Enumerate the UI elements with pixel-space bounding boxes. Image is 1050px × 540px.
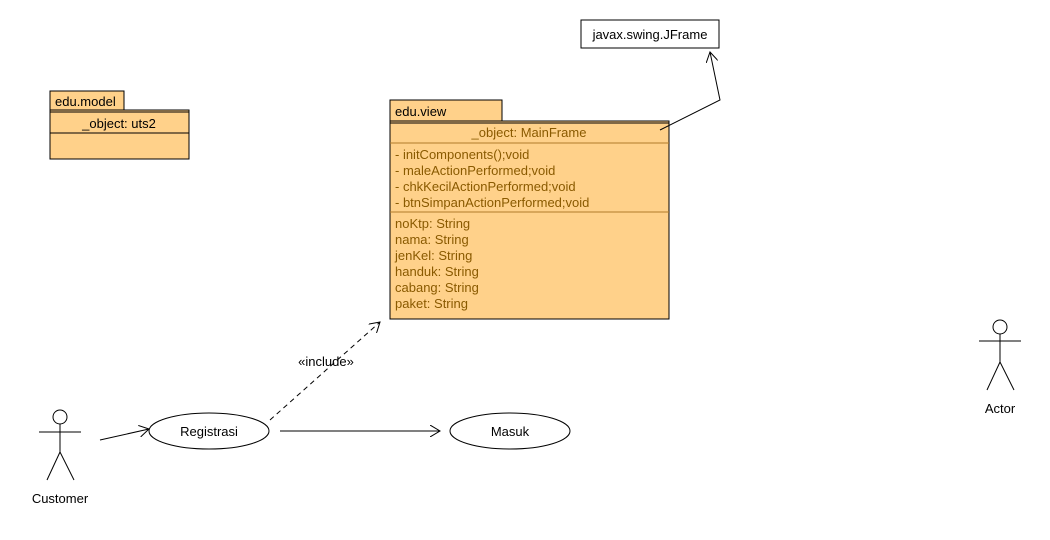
registrasi-label: Registrasi bbox=[180, 424, 238, 439]
customer-registrasi-arrow bbox=[99, 429, 149, 441]
customer-left-leg bbox=[46, 451, 61, 481]
attr-nama: nama: String bbox=[395, 232, 469, 247]
customer-label: Customer bbox=[32, 491, 89, 506]
actor-actor[interactable]: Actor bbox=[979, 319, 1021, 416]
customer-right-leg bbox=[59, 451, 75, 481]
actor-right-leg bbox=[999, 361, 1015, 391]
edu-view-package-name: edu.view bbox=[395, 104, 447, 119]
edu-view-body bbox=[389, 120, 670, 320]
jframe-box bbox=[580, 19, 720, 49]
registrasi-use-case[interactable]: Registrasi bbox=[148, 412, 270, 450]
attr-jen-kel: jenKel: String bbox=[394, 248, 472, 263]
attr-no-ktp: noKtp: String bbox=[395, 216, 470, 231]
attr-cabang: cabang: String bbox=[395, 280, 479, 295]
customer-head bbox=[52, 409, 68, 425]
method-btn-simpan-action: - btnSimpanActionPerformed;void bbox=[395, 195, 589, 210]
edu-model-object: _object: uts2 bbox=[81, 116, 156, 131]
actor-head bbox=[992, 319, 1008, 335]
edu-view-package[interactable]: edu.view _object: MainFrame - initCompon… bbox=[389, 99, 670, 320]
edu-model-package[interactable]: edu.model _object: uts2 bbox=[49, 90, 190, 160]
attr-handuk: handuk: String bbox=[395, 264, 479, 279]
include-dependency-arrow bbox=[269, 322, 380, 421]
method-chk-kecil-action: - chkKecilActionPerformed;void bbox=[395, 179, 576, 194]
method-init-components: - initComponents();void bbox=[395, 147, 529, 162]
jframe-inheritance-arrow bbox=[659, 52, 721, 131]
actor-label: Actor bbox=[985, 401, 1016, 416]
edu-model-package-name: edu.model bbox=[55, 94, 116, 109]
masuk-use-case[interactable]: Masuk bbox=[449, 412, 571, 450]
jframe-label: javax.swing.JFrame bbox=[592, 27, 708, 42]
attr-paket: paket: String bbox=[395, 296, 468, 311]
jframe-class-box[interactable]: javax.swing.JFrame bbox=[580, 19, 720, 49]
actor-left-leg bbox=[986, 361, 1001, 391]
customer-actor[interactable]: Customer bbox=[32, 409, 89, 506]
method-male-action: - maleActionPerformed;void bbox=[395, 163, 555, 178]
edu-model-body bbox=[49, 109, 190, 160]
masuk-label: Masuk bbox=[491, 424, 530, 439]
masuk-ellipse bbox=[449, 412, 571, 450]
edu-view-object: _object: MainFrame bbox=[471, 125, 587, 140]
include-label: «include» bbox=[298, 354, 354, 369]
